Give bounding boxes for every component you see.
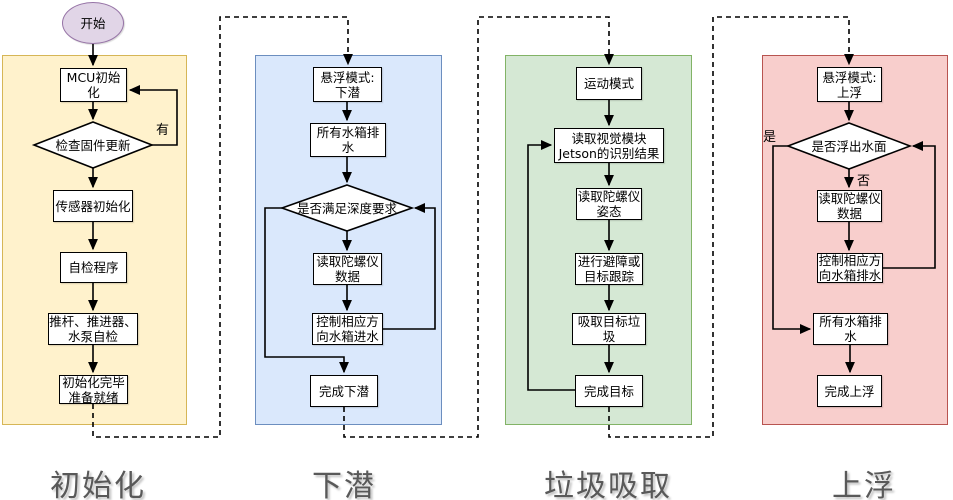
edge-filltank-loop-to-depth xyxy=(383,202,436,330)
decision-check-firmware-label: 检查固件更新 xyxy=(55,138,131,153)
decision-depth-ok-label: 是否满足深度要求 xyxy=(296,201,397,216)
decision-surfaced-shape xyxy=(785,122,913,170)
node-drain-tank-direction-label: 控制相应方 向水箱排水 xyxy=(818,253,882,283)
node-hover-mode-dive-label: 悬浮模式: 下潜 xyxy=(320,69,375,100)
node-sensor-init: 传感器初始化 xyxy=(53,190,133,222)
connector-dive-to-suction xyxy=(343,16,615,438)
edge-surfaced-yes-to-drainall xyxy=(772,145,812,335)
node-read-vision-jetson: 读取视觉模块 Jetson的识别结果 xyxy=(554,128,664,163)
node-drain-all-tanks-ascend: 所有水箱排水 xyxy=(813,313,888,345)
edge-label-has-update: 有 xyxy=(156,123,170,138)
start-node: 开始 xyxy=(62,2,124,44)
node-drain-all-tanks-ascend-label: 所有水箱排水 xyxy=(819,314,882,344)
node-goal-complete: 完成目标 xyxy=(575,375,643,407)
node-motion-mode-label: 运动模式 xyxy=(583,76,634,91)
section-title-ascend: 上浮 xyxy=(832,469,896,500)
node-hover-mode-ascend-label: 悬浮模式: 上浮 xyxy=(822,69,877,100)
node-read-gyro-data-dive: 读取陀螺仪 数据 xyxy=(313,253,382,285)
node-drain-all-tanks-dive-label: 所有水箱排水 xyxy=(316,125,380,155)
node-read-gyro-attitude: 读取陀螺仪 姿态 xyxy=(576,188,642,220)
node-fill-tank-direction-label: 控制相应方 向水箱进水 xyxy=(316,314,379,344)
node-drain-all-tanks-dive: 所有水箱排水 xyxy=(310,123,386,157)
node-ascend-complete-label: 完成上浮 xyxy=(824,383,875,399)
node-ascend-complete: 完成上浮 xyxy=(817,375,882,407)
node-actuator-self-test-label: 推杆、推进器、 水泵自检 xyxy=(49,314,137,344)
edge-goal-loop-to-vision xyxy=(527,139,575,391)
node-hover-mode-dive: 悬浮模式: 下潜 xyxy=(313,67,382,102)
node-self-test: 自检程序 xyxy=(60,252,127,283)
node-self-test-label: 自检程序 xyxy=(68,260,119,275)
section-title-init: 初始化 xyxy=(50,469,146,500)
connector-init-to-dive xyxy=(92,16,354,438)
node-read-vision-jetson-label: 读取视觉模块 Jetson的识别结果 xyxy=(558,130,660,161)
node-read-gyro-attitude-label: 读取陀螺仪 姿态 xyxy=(577,189,641,219)
decision-depth-ok-shape xyxy=(279,184,415,232)
start-node-label: 开始 xyxy=(80,15,106,31)
node-avoid-or-track: 进行避障或 目标跟踪 xyxy=(575,253,643,285)
decision-surfaced-label: 是否浮出水面 xyxy=(811,139,887,154)
node-sensor-init-label: 传感器初始化 xyxy=(55,198,131,214)
node-init-ready: 初始化完毕 准备就绪 xyxy=(59,374,128,405)
section-title-suction: 垃圾吸取 xyxy=(544,469,672,500)
edge-firmware-loop-has-update xyxy=(128,84,178,146)
node-actuator-self-test: 推杆、推进器、 水泵自检 xyxy=(48,313,138,345)
connector-suction-to-ascend xyxy=(608,16,855,438)
section-panel-suction xyxy=(505,55,692,425)
edge-label-no: 否 xyxy=(857,174,871,189)
node-avoid-or-track-label: 进行避障或 目标跟踪 xyxy=(577,254,641,284)
node-motion-mode: 运动模式 xyxy=(576,67,642,100)
node-hover-mode-ascend: 悬浮模式: 上浮 xyxy=(817,67,882,102)
section-title-dive: 下潜 xyxy=(312,469,376,500)
decision-check-firmware-shape xyxy=(31,121,155,169)
node-fill-tank-direction: 控制相应方 向水箱进水 xyxy=(312,313,383,345)
edge-draintank-loop-to-surfaced xyxy=(883,140,936,269)
node-mcu-init-label: MCU初始化 xyxy=(66,70,121,100)
node-suck-target-trash: 吸取目标垃圾 xyxy=(572,313,646,345)
node-init-ready-label: 初始化完毕 准备就绪 xyxy=(62,374,125,405)
edge-label-yes: 是 xyxy=(763,130,777,145)
node-mcu-init: MCU初始化 xyxy=(60,68,127,102)
node-goal-complete-label: 完成目标 xyxy=(583,383,634,399)
node-dive-complete: 完成下潜 xyxy=(310,375,378,407)
node-read-gyro-data-ascend: 读取陀螺仪 数据 xyxy=(817,190,882,222)
node-read-gyro-data-dive-label: 读取陀螺仪 数据 xyxy=(316,254,379,284)
node-dive-complete-label: 完成下潜 xyxy=(318,383,369,399)
node-read-gyro-data-ascend-label: 读取陀螺仪 数据 xyxy=(818,191,881,221)
node-drain-tank-direction: 控制相应方 向水箱排水 xyxy=(817,253,883,283)
node-suck-target-trash-label: 吸取目标垃圾 xyxy=(577,314,641,344)
edge-depth-to-divedone xyxy=(264,207,350,374)
